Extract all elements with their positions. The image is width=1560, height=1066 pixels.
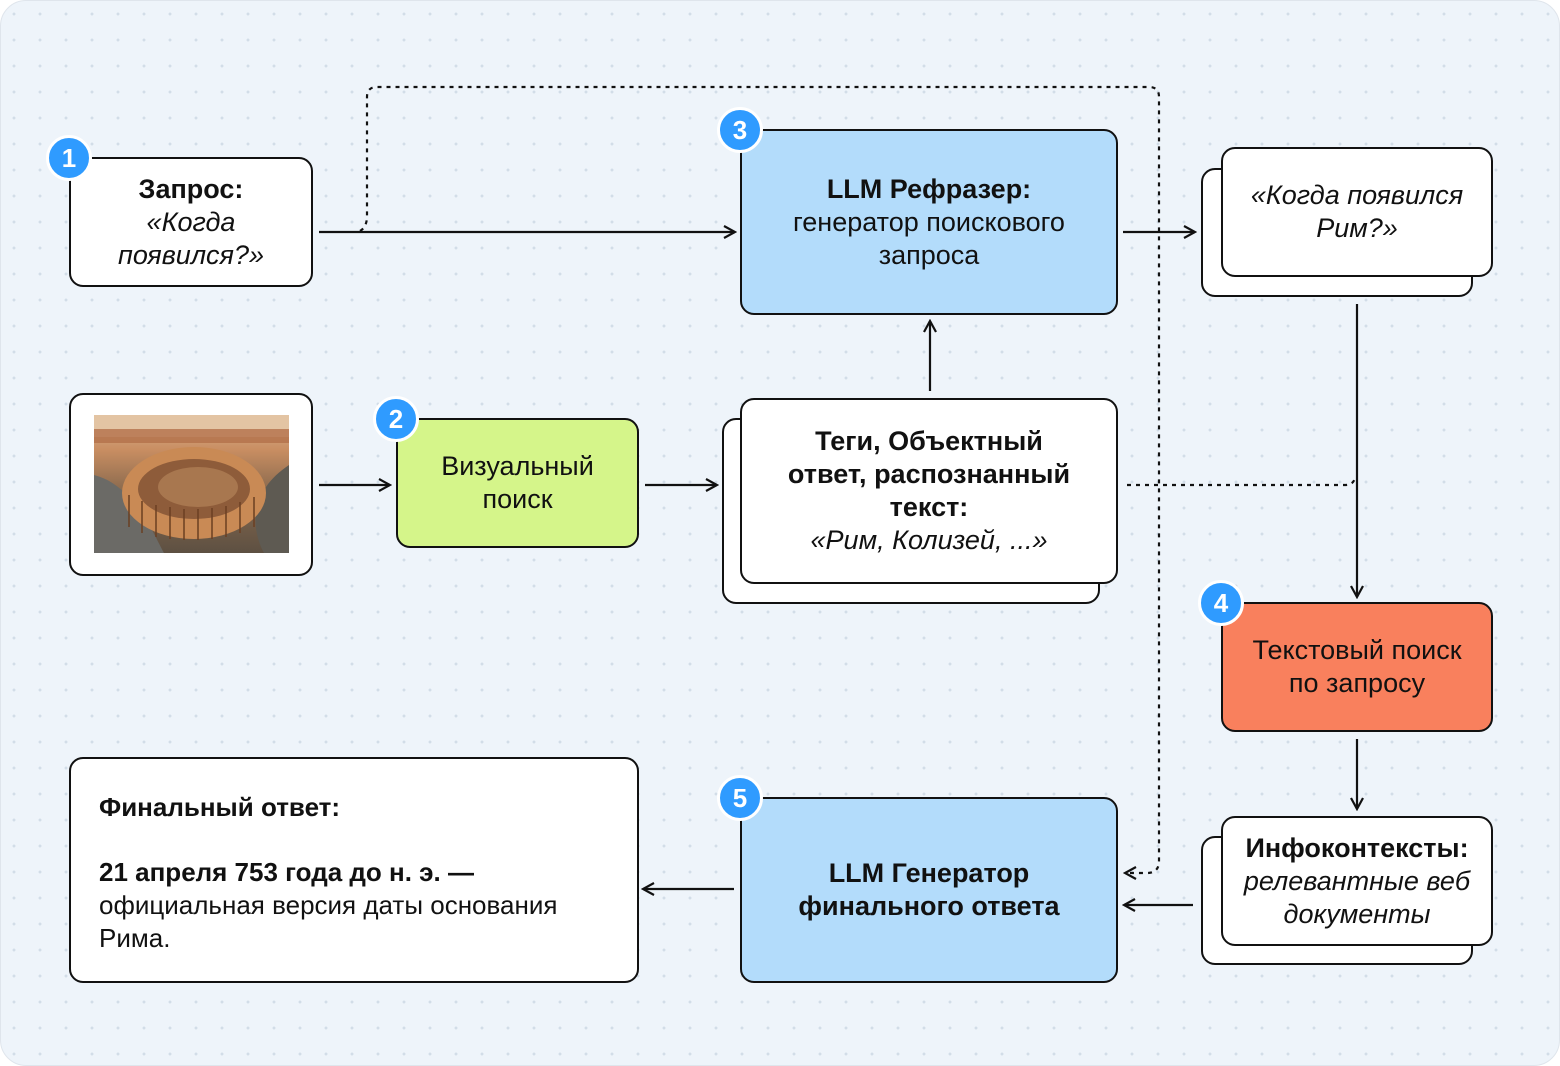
query-title: Запрос: bbox=[138, 173, 244, 204]
colosseum-photo bbox=[94, 415, 289, 553]
rephraser-title: LLM Рефразер: bbox=[826, 173, 1032, 204]
query-text: «Когда появился?» bbox=[118, 206, 264, 270]
tags-title: Теги, Объектный ответ, распознанный текс… bbox=[787, 426, 1071, 522]
final-answer-box: Финальный ответ: 21 апреля 753 года до н… bbox=[69, 757, 639, 983]
dashed-query-to-generator bbox=[359, 85, 1161, 873]
badge-5: 5 bbox=[717, 775, 763, 821]
badge-3: 3 bbox=[717, 107, 763, 153]
generator-box: LLM Генератор финального ответа bbox=[740, 797, 1118, 983]
badge-4: 4 bbox=[1198, 580, 1244, 626]
tags-box: Теги, Объектный ответ, распознанный текс… bbox=[740, 398, 1118, 584]
badge-1: 1 bbox=[46, 135, 92, 181]
final-answer-body: 21 апреля 753 года до н. э. — официальна… bbox=[99, 856, 609, 955]
dashed-tags-to-textsearch bbox=[1127, 476, 1357, 487]
infocontexts-title: Инфоконтексты: bbox=[1245, 832, 1469, 863]
query-box: Запрос: «Когда появился?» bbox=[69, 157, 313, 287]
text-search-text: Текстовый поиск по запросу bbox=[1252, 635, 1462, 698]
final-answer-title: Финальный ответ: bbox=[99, 792, 341, 822]
visual-search-box: Визуальный поиск bbox=[396, 418, 639, 548]
generator-title: LLM Генератор финального ответа bbox=[798, 858, 1060, 921]
badge-2: 2 bbox=[373, 396, 419, 442]
rewritten-query-text: «Когда появился Рим?» bbox=[1250, 180, 1464, 243]
rephraser-box: LLM Рефразер: генератор поискового запро… bbox=[740, 129, 1118, 315]
text-search-box: Текстовый поиск по запросу bbox=[1221, 602, 1493, 732]
final-answer-text: официальная версия даты основания Рима. bbox=[99, 890, 558, 953]
infocontexts-text: релевантные веб документы bbox=[1243, 865, 1471, 929]
tags-text: «Рим, Колизей, ...» bbox=[810, 525, 1048, 555]
visual-search-text: Визуальный поиск bbox=[441, 451, 594, 514]
rephraser-text: генератор поискового запроса bbox=[793, 206, 1065, 270]
final-answer-date: 21 апреля 753 года до н. э. — bbox=[99, 857, 474, 887]
infocontexts-box: Инфоконтексты: релевантные веб документы bbox=[1221, 816, 1493, 946]
rewritten-query-box: «Когда появился Рим?» bbox=[1221, 147, 1493, 277]
